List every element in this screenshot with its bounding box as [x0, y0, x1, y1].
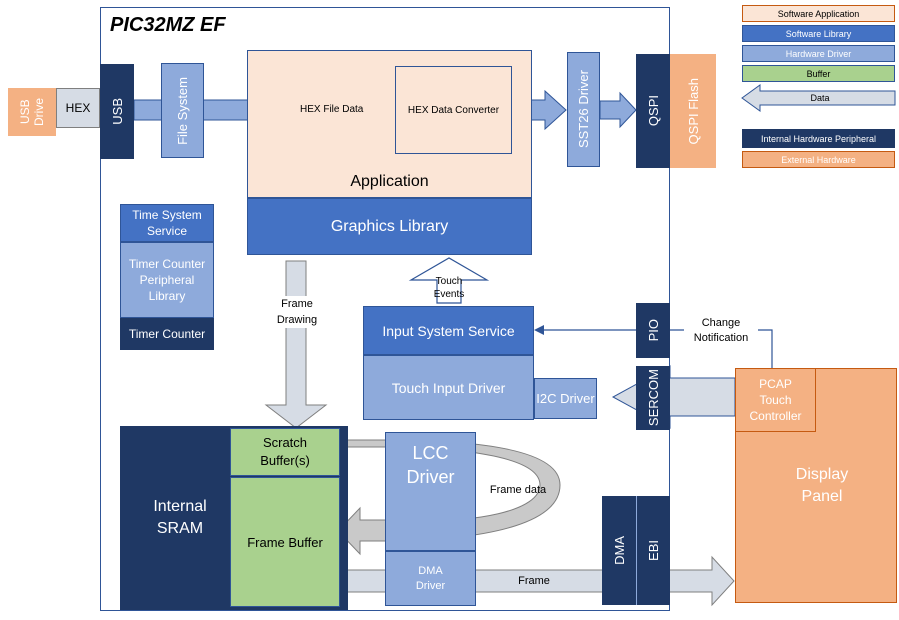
- timer-counter-plib-block: Timer Counter Peripheral Library: [120, 242, 214, 318]
- input-system-service-label: Input System Service: [382, 322, 515, 339]
- legend-data-label: Data: [810, 93, 830, 103]
- sst26-driver-block: SST26 Driver: [567, 52, 600, 167]
- change-notification-label: Change Notification: [684, 316, 758, 346]
- ebi-block: EBI: [636, 496, 670, 605]
- dma-block: DMA: [602, 496, 636, 605]
- touch-input-driver-label: Touch Input Driver: [391, 379, 506, 396]
- time-system-service-block: Time System Service: [120, 204, 214, 242]
- chip-title: PIC32MZ EF: [110, 14, 226, 36]
- legend-software-application-label: Software Application: [777, 8, 860, 19]
- legend-software-library: Software Library: [742, 25, 895, 42]
- frame-label: Frame: [518, 575, 550, 587]
- internal-sram-label: Internal SRAM: [153, 498, 207, 537]
- lcc-driver-label: LCC Driver: [406, 443, 455, 487]
- graphics-library-label: Graphics Library: [330, 217, 449, 235]
- qspi-block: QSPI: [636, 54, 670, 168]
- legend-internal-hardware-peripheral-label: Internal Hardware Peripheral: [760, 133, 877, 144]
- dma-driver-label: DMA Driver: [415, 564, 446, 592]
- frame-buffer-label: Frame Buffer: [247, 534, 323, 550]
- legend-external-hardware: External Hardware: [742, 151, 895, 168]
- sercom-block: SERCOM: [636, 366, 670, 430]
- lcc-driver-block: LCC Driver: [385, 432, 476, 551]
- dma-label: DMA: [611, 536, 627, 565]
- pcap-touch-controller-label: PCAP Touch Controller: [749, 377, 802, 423]
- pcap-to-i2c-arrow: [611, 365, 736, 429]
- qspi-flash-block: QSPI Flash: [670, 54, 716, 168]
- frame-drawing-label: Frame Drawing: [266, 296, 328, 328]
- touch-events-arrow: [408, 257, 490, 304]
- timer-counter-block: Timer Counter: [120, 318, 214, 350]
- frame-data-label: Frame data: [489, 484, 547, 496]
- hex-file-data-label: HEX File Data: [300, 104, 364, 115]
- touch-input-driver-block: Touch Input Driver: [363, 355, 534, 420]
- legend-internal-hardware-peripheral: Internal Hardware Peripheral: [742, 129, 895, 148]
- legend-software-application: Software Application: [742, 5, 895, 22]
- hex-data-converter-block: HEX Data Converter: [395, 66, 512, 154]
- legend-hardware-driver-label: Hardware Driver: [785, 48, 852, 59]
- hex-data-converter-label: HEX Data Converter: [407, 104, 500, 116]
- i2c-driver-label: I2C Driver: [536, 391, 595, 406]
- pio-to-input-arrowhead: [534, 325, 544, 335]
- scratch-buffers-label: Scratch Buffer(s): [260, 435, 310, 468]
- frame-drawing-arrow: [264, 260, 328, 429]
- usb-drive-block: USB Drive: [8, 88, 56, 136]
- qspi-label: QSPI: [645, 95, 661, 127]
- qspi-flash-label: QSPI Flash: [685, 77, 701, 145]
- application-label: Application: [350, 173, 429, 190]
- sst26-to-qspi-arrow: [599, 91, 637, 129]
- legend-hardware-driver: Hardware Driver: [742, 45, 895, 62]
- legend-buffer: Buffer: [742, 65, 895, 82]
- pio-label: PIO: [645, 319, 661, 342]
- timer-counter-label: Timer Counter: [128, 327, 206, 341]
- pio-block: PIO: [636, 303, 670, 358]
- legend-buffer-label: Buffer: [806, 68, 831, 79]
- file-system-label: File System: [175, 76, 190, 145]
- display-panel-label: Display Panel: [795, 465, 849, 505]
- usb-block: USB: [100, 64, 134, 159]
- ebi-label: EBI: [646, 540, 661, 561]
- frame-buffer-block: Frame Buffer: [230, 477, 340, 607]
- legend-external-hardware-label: External Hardware: [781, 154, 856, 165]
- file-system-block: File System: [161, 63, 204, 158]
- dma-driver-block: DMA Driver: [385, 551, 476, 606]
- graphics-library-block: Graphics Library: [247, 198, 532, 255]
- sst26-driver-label: SST26 Driver: [576, 70, 591, 149]
- pcap-touch-controller-block: PCAP Touch Controller: [735, 368, 816, 432]
- sercom-label: SERCOM: [645, 369, 661, 427]
- hex-block: HEX: [56, 88, 100, 128]
- time-system-service-label: Time System Service: [132, 208, 202, 238]
- legend-software-library-label: Software Library: [785, 28, 852, 39]
- hex-label: HEX: [65, 101, 91, 115]
- touch-events-label: Touch Events: [433, 276, 465, 300]
- i2c-driver-block: I2C Driver: [534, 378, 597, 419]
- legend-data-arrow: [741, 84, 896, 112]
- timer-counter-plib-label: Timer Counter Peripheral Library: [128, 257, 206, 303]
- input-system-service-block: Input System Service: [363, 306, 534, 355]
- usb-label: USB: [109, 98, 125, 125]
- usb-drive-label: USB Drive: [18, 98, 46, 127]
- scratch-buffers-block: Scratch Buffer(s): [230, 428, 340, 476]
